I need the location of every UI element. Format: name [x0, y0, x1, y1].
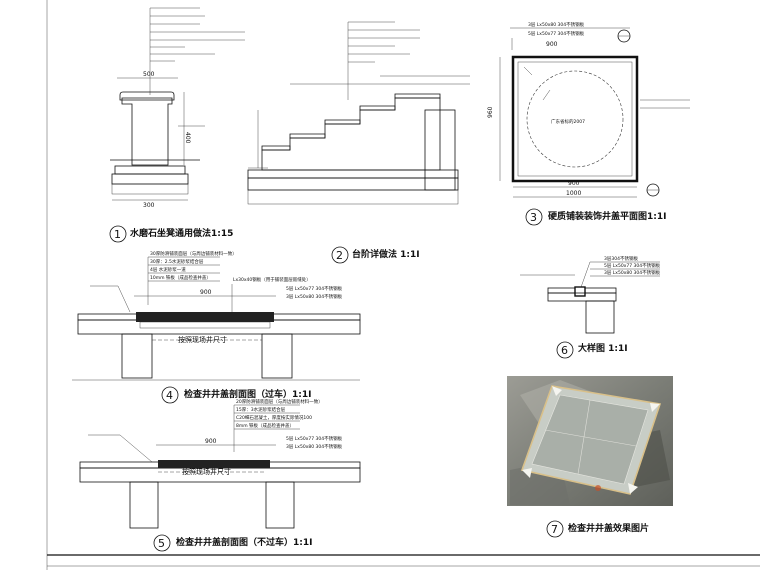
detail-3-note-1: 3层 Lx50x80 304不锈钢板	[528, 21, 585, 28]
detail-1-bench-section: 500 400 300 1 水磨石坐凳通用做法1:15	[109, 7, 245, 243]
detail-3-cover-plan: 3层 Lx50x80 304不锈钢板 5层 Lx50x77 304不锈钢板 90…	[487, 21, 690, 226]
detail-4-note-2: 5层 Lx50x77 304不锈钢板	[286, 285, 343, 292]
detail-3-note-2: 5层 Lx50x77 304不锈钢板	[528, 30, 585, 37]
detail-2-caption: 台阶详做法 1:1I	[352, 248, 420, 260]
detail-4-leader-notes: 30厚防滑铺装面层（与周边铺装材料一致） 30厚：2.5水泥砂浆结合层 4层 水…	[90, 250, 343, 318]
detail-3-top-dim: 900	[546, 41, 558, 48]
detail-3-bottom-dim-2: 1000	[566, 190, 581, 197]
detail-1-number: 1	[114, 228, 121, 241]
detail-6-caption: 大样图 1:1I	[578, 342, 628, 354]
detail-1-right-dim: 400	[184, 132, 191, 144]
detail-5-top-note-2: 15厚：3水泥砂浆结合层	[236, 406, 286, 413]
detail-4-top-note-4: 10mm 铁板（成品检查井盖）	[150, 274, 211, 281]
sheet-frame	[46, 0, 760, 570]
detail-6-number: 6	[561, 344, 568, 357]
detail-6-number-circle	[556, 341, 574, 359]
detail-5-top-note-3: C20细石混凝土，厚度按实际情况100	[236, 414, 312, 421]
detail-1-number-circle	[109, 225, 127, 243]
detail-4-top-note-1: 30厚防滑铺装面层（与周边铺装材料一致）	[150, 250, 237, 257]
detail-7-number-circle	[546, 520, 564, 538]
detail-3-side-dim: 960	[487, 106, 494, 118]
detail-5-span-label: 按照现场井尺寸	[182, 467, 231, 476]
detail-1-base-dim: 300	[143, 202, 155, 209]
detail-3-cover-frame	[511, 55, 639, 183]
detail-1-top-dim: 500	[143, 71, 155, 78]
detail-3-number-circle	[525, 208, 543, 226]
detail-2-leader-notes	[290, 21, 470, 100]
detail-5-leader-notes: 20厚防滑铺装面层（与周边铺装材料一致） 15厚：3水泥砂浆结合层 C20细石混…	[88, 398, 343, 463]
detail-5-caption: 检查井井盖剖面图（不过车）1:1I	[176, 536, 312, 548]
detail-4-top-note-3: 4层 水泥砂浆一道	[150, 266, 186, 273]
detail-3-inner-circle	[526, 70, 624, 168]
detail-3-center-text: 广东省标的2007	[551, 118, 585, 125]
detail-4-caption: 检查井井盖剖面图（过车）1:1I	[184, 388, 311, 400]
detail-7-caption: 检查井井盖效果图片	[568, 522, 649, 534]
detail-1-caption: 水磨石坐凳通用做法1:15	[130, 227, 233, 239]
detail-6-angle-steel	[574, 286, 586, 297]
detail-4-section-vehicle: 30厚防滑铺装面层（与周边铺装材料一致） 30厚：2.5水泥砂浆结合层 4层 水…	[72, 250, 361, 404]
detail-3-number: 3	[530, 211, 537, 224]
detail-4-span-dim: 900	[200, 289, 212, 296]
detail-5-note-1: 5层 Lx50x77 304不锈钢板	[286, 435, 343, 442]
detail-4-span-label: 按照现场井尺寸	[178, 335, 227, 344]
detail-2-number-circle	[331, 246, 349, 264]
detail-6-note-2: 5层 Lx50x77 304不锈钢板	[604, 262, 661, 269]
detail-6-note-3: 3层 Lx50x80 304不锈钢板	[604, 269, 661, 276]
detail-4-number: 4	[166, 389, 173, 402]
detail-5-number-circle	[153, 534, 171, 552]
detail-5-top-note-4: 8mm 铁板（成品检查井盖）	[236, 422, 294, 429]
detail-5-note-2: 3层 Lx50x80 304不锈钢板	[286, 443, 343, 450]
detail-3-caption: 硬质铺装装饰井盖平面图1:1I	[548, 210, 666, 222]
detail-3-bottom-dim: 900	[568, 180, 580, 187]
detail-6-enlarged-detail: 3层304不锈钢板 5层 Lx50x77 304不锈钢板 3层 Lx50x80 …	[520, 255, 661, 359]
detail-5-span-dim: 900	[205, 438, 217, 445]
detail-6-note-1: 3层304不锈钢板	[604, 255, 638, 262]
detail-2-step-section: 2 台阶详做法 1:1I	[247, 21, 470, 264]
detail-1-leader-notes	[149, 7, 245, 95]
detail-5-number: 5	[158, 537, 165, 550]
detail-4-note-1: Lx30x40钢板（用于铺装面层嵌缝处）	[233, 276, 311, 283]
detail-5-top-note-1: 20厚防滑铺装面层（与周边铺装材料一致）	[236, 398, 323, 405]
detail-2-number: 2	[336, 249, 343, 262]
detail-4-note-3: 3层 Lx50x80 304不锈钢板	[286, 293, 343, 300]
detail-4-top-note-2: 30厚：2.5水泥砂浆结合层	[150, 258, 204, 265]
detail-7-number: 7	[551, 523, 558, 536]
detail-4-number-circle	[161, 386, 179, 404]
detail-7-photo: 7 检查井井盖效果图片	[507, 376, 673, 538]
detail-5-section-no-vehicle: 20厚防滑铺装面层（与周边铺装材料一致） 15厚：3水泥砂浆结合层 C20细石混…	[79, 398, 361, 552]
